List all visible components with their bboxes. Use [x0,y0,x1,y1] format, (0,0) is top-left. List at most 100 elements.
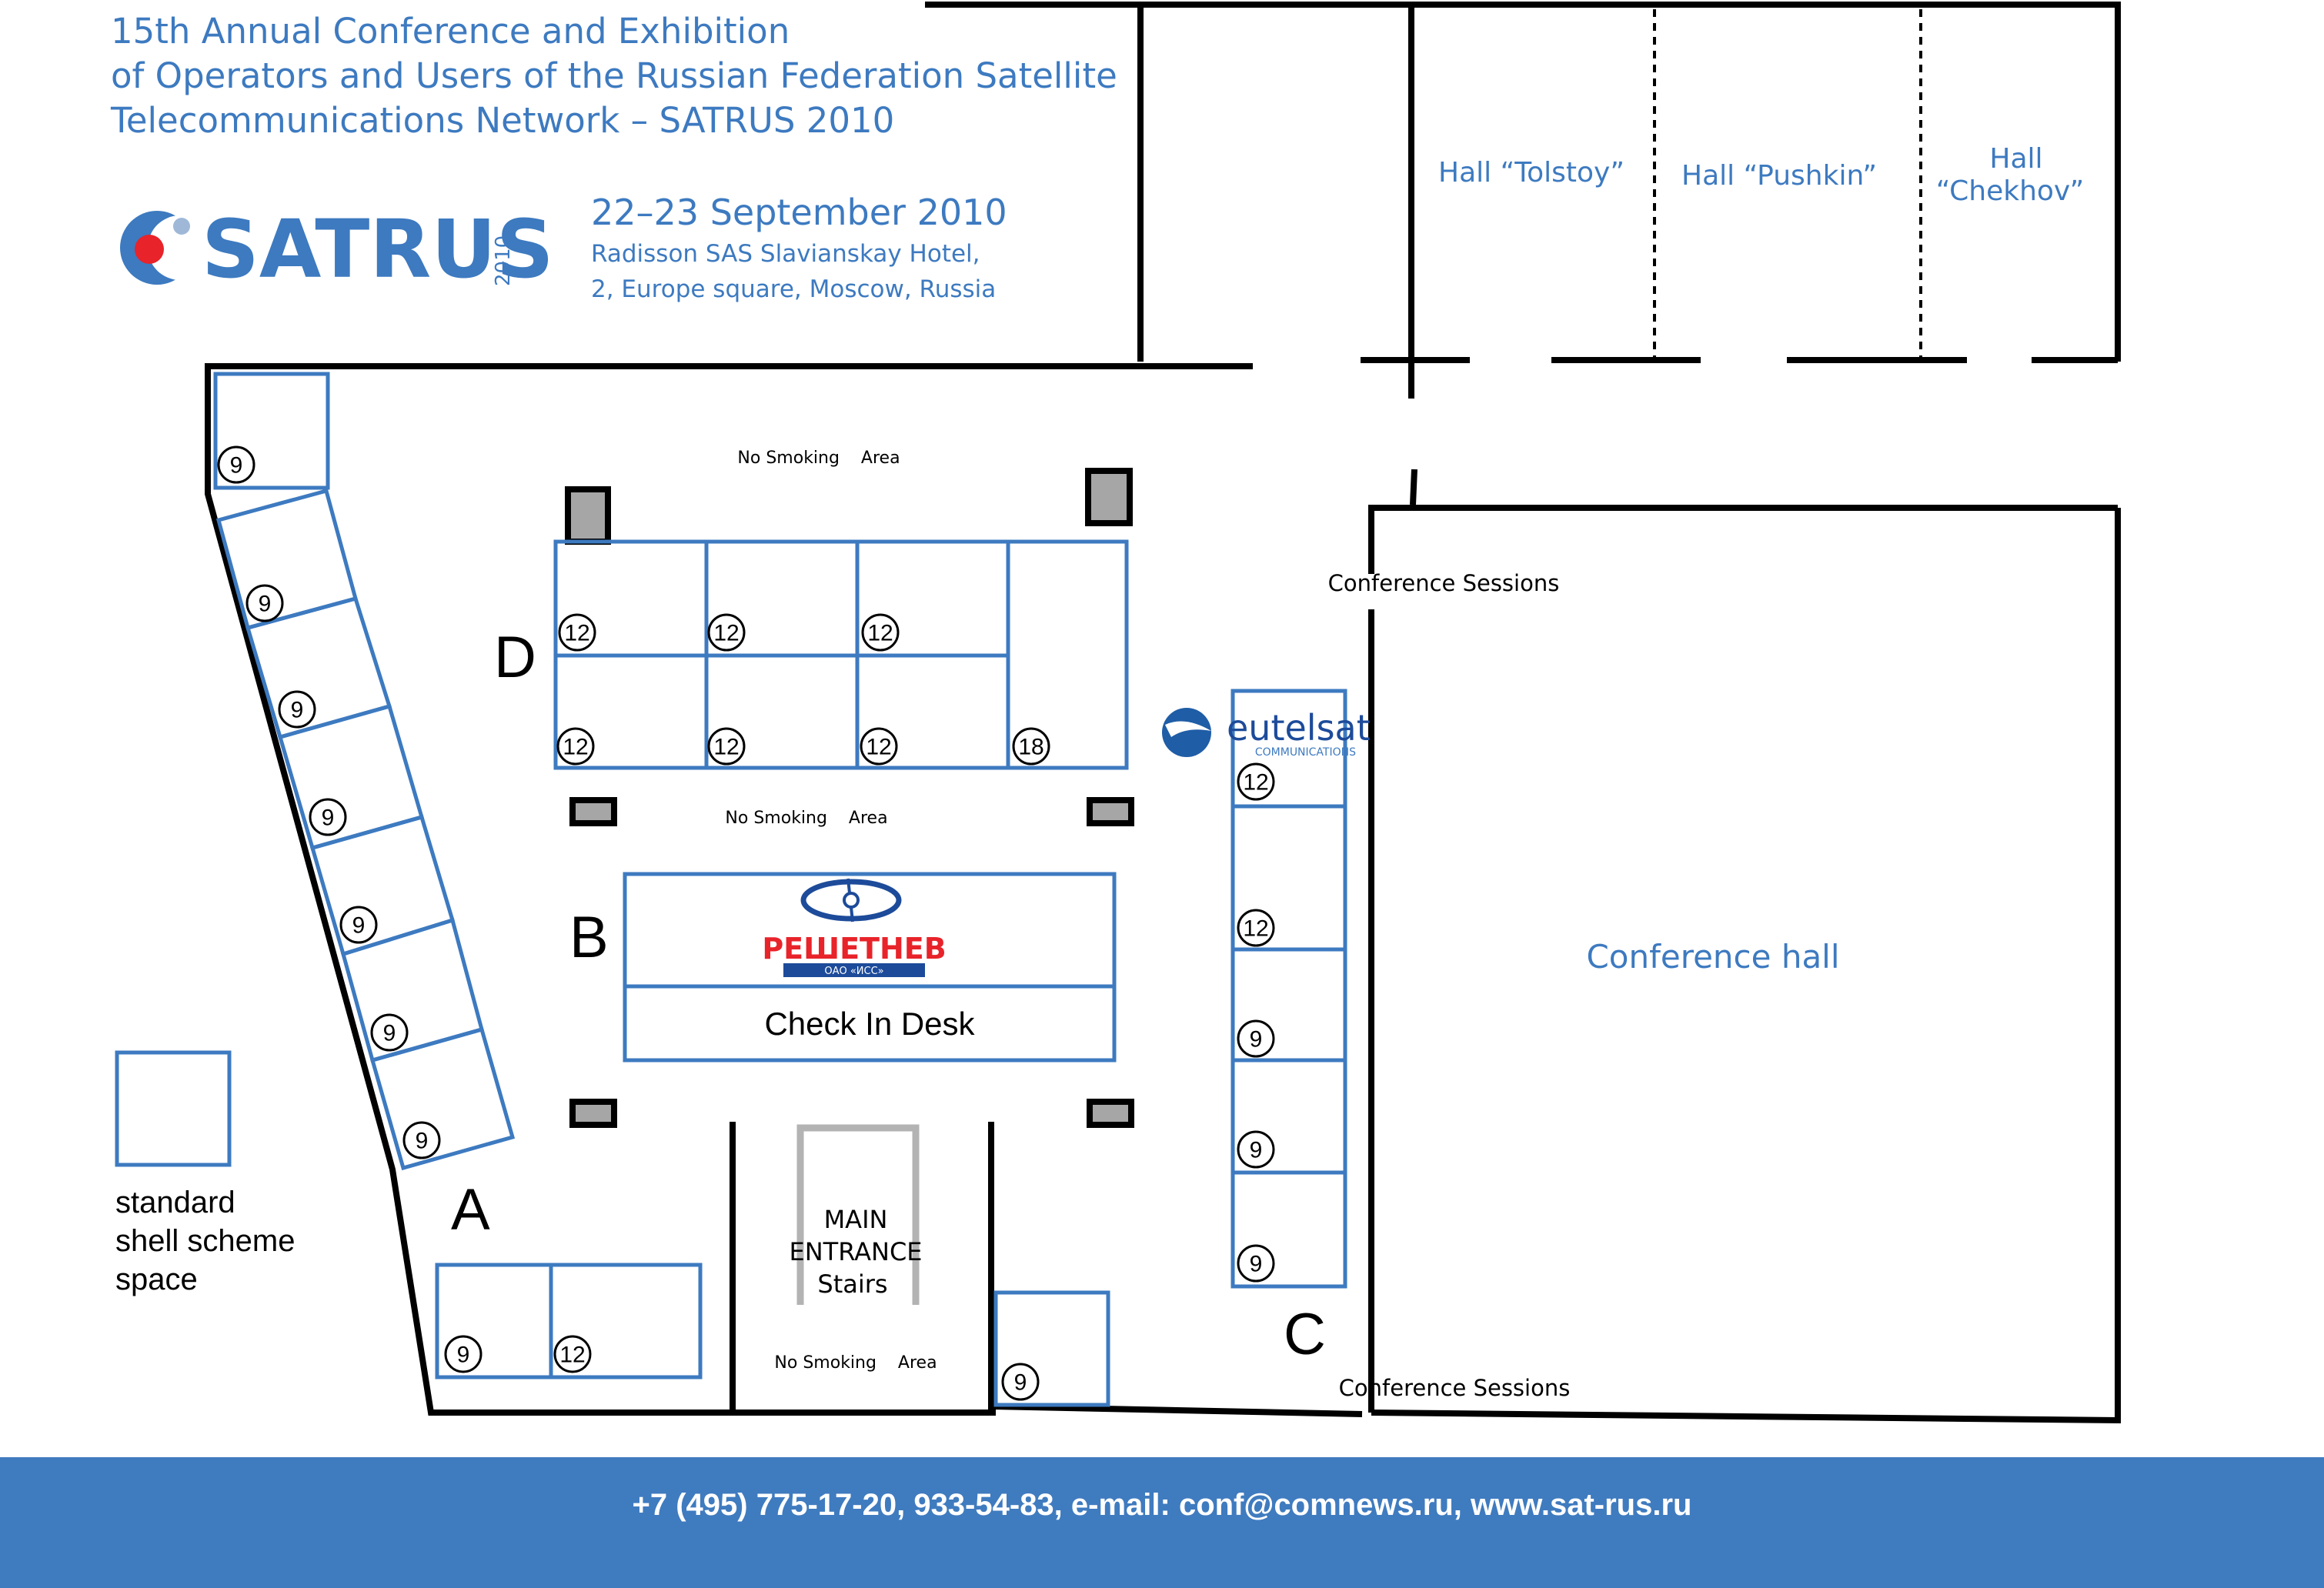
section-a-stands [213,372,703,1379]
event-title-line-2: of Operators and Users of the Russian Fe… [111,55,1117,96]
svg-text:9: 9 [1250,1138,1263,1163]
eutelsat-swoosh [1165,721,1211,737]
eutelsat-icon [1162,708,1211,757]
header: 15th Annual Conference and Exhibition of… [110,11,1117,303]
svg-text:9: 9 [383,1021,396,1046]
size-badge: 12 [556,727,595,766]
stand-size-badges: 9 9 9 9 9 9 9 9 12 12 12 12 12 12 12 18 … [217,445,1275,1401]
stand-a1 [213,372,330,490]
check-in-desk-label: Check In Desk [764,1006,975,1042]
section-c-label: C [1284,1302,1326,1367]
reshetnev-name: РЕШЕТНЕВ [762,932,946,966]
reshetnev-logo: РЕШЕТНЕВ ОАО «ИСС» [762,878,947,977]
size-badge: 9 [370,1013,409,1052]
svg-text:12: 12 [564,621,589,646]
legend-line-2: shell scheme [115,1224,295,1258]
column [569,797,617,826]
corridor-stub-wall [1410,469,1417,505]
hall-chekhov-label-line-2: “Chekhov” [1936,175,2084,207]
venue-line-2: 2, Europe square, Moscow, Russia [591,275,996,303]
svg-text:12: 12 [866,735,891,760]
logo-ring-cut [148,215,212,280]
halls-top-wall [925,2,2121,362]
size-badge: 12 [1237,909,1275,947]
column [569,1099,617,1128]
reshetnev-emblem-dot [843,892,860,909]
left-wall [205,363,1363,1417]
svg-text:9: 9 [259,592,272,617]
event-title-line-3: Telecommunications Network – SATRUS 2010 [110,100,894,141]
svg-text:9: 9 [1250,1027,1263,1053]
size-badge: 18 [1012,727,1050,766]
svg-text:12: 12 [867,621,893,646]
reshetnev-sub: ОАО «ИСС» [824,966,883,977]
svg-text:9: 9 [291,698,304,723]
no-smoking-top-label: No Smoking Area [737,449,900,468]
venue-line-1: Radisson SAS Slavianskay Hotel, [591,240,980,268]
column [1087,797,1134,826]
svg-text:18: 18 [1018,735,1043,760]
main-entrance-line-3: Stairs [817,1269,887,1299]
no-smoking-entrance-label: No Smoking Area [774,1353,937,1373]
size-badge: 9 [1237,1244,1275,1283]
halls-block: Hall “Tolstoy” Hall “Pushkin” Hall “Chek… [925,2,2121,399]
stairs-outline [796,1124,920,1305]
svg-text:12: 12 [1243,770,1268,796]
contact-footer: +7 (495) 775-17-20, 933-54-83, e-mail: c… [0,1457,2324,1588]
size-badge: 12 [1237,762,1275,801]
column [1085,468,1133,526]
svg-text:12: 12 [559,1343,585,1368]
contact-info: +7 (495) 775-17-20, 933-54-83, e-mail: c… [632,1488,1692,1522]
logo-word: SATRUS [202,202,554,296]
hall-pushkin-label: Hall “Pushkin” [1681,160,1877,192]
eutelsat-name: eutelsat [1227,707,1371,749]
svg-text:12: 12 [1243,916,1268,942]
hall-chekhov-label-line-1: Hall [1989,143,2042,175]
conference-hall-top-wall [1368,505,2118,574]
stand-c-column [1230,804,1347,1289]
svg-text:12: 12 [713,621,739,646]
conference-sessions-top-label: Conference Sessions [1328,570,1560,596]
svg-text:9: 9 [352,913,366,939]
size-badge: 12 [860,727,898,766]
size-badge: 12 [558,613,596,652]
size-badge: 9 [245,584,284,622]
column [565,486,611,545]
svg-text:9: 9 [416,1129,429,1154]
section-c-stands: eutelsat COMMUNICATIONS [1162,689,1371,1289]
eutelsat-sub: COMMUNICATIONS [1255,746,1356,759]
section-b-label: B [569,905,609,970]
legend-shell-scheme-swatch [115,1050,232,1167]
conference-hall-wall [1371,508,2121,1424]
column [1087,1099,1134,1128]
size-badge: 9 [1237,1130,1275,1169]
svg-text:9: 9 [457,1343,470,1368]
reshetnev-sub-bar [783,963,925,977]
size-badge: 9 [278,690,316,729]
svg-text:9: 9 [322,806,335,831]
legend-line-1: standard [115,1186,235,1219]
legend: standard shell scheme space [115,1050,295,1296]
size-badge: 9 [339,906,378,944]
section-a-label: A [451,1177,490,1243]
hall-tolstoy-label: Hall “Tolstoy” [1438,157,1624,188]
svg-text:9: 9 [230,453,243,479]
conference-hall-label: Conference hall [1586,938,1839,976]
exhibition-walls [205,363,2121,1424]
section-d-stands [553,539,1129,770]
logo-year: 2010 [492,235,515,286]
section-d-label: D [494,625,536,690]
svg-text:12: 12 [563,735,588,760]
size-badge: 12 [707,613,746,652]
svg-text:12: 12 [713,735,739,760]
size-badge: 9 [444,1335,482,1373]
stand-a9 [549,1263,703,1379]
logo-ball-icon [135,235,164,264]
size-badge: 9 [309,798,347,836]
size-badge: 12 [553,1335,592,1373]
conference-sessions-bottom-label: Conference Sessions [1339,1375,1571,1401]
svg-text:9: 9 [1250,1252,1263,1277]
size-badge: 9 [402,1121,441,1159]
svg-text:9: 9 [1014,1370,1027,1396]
